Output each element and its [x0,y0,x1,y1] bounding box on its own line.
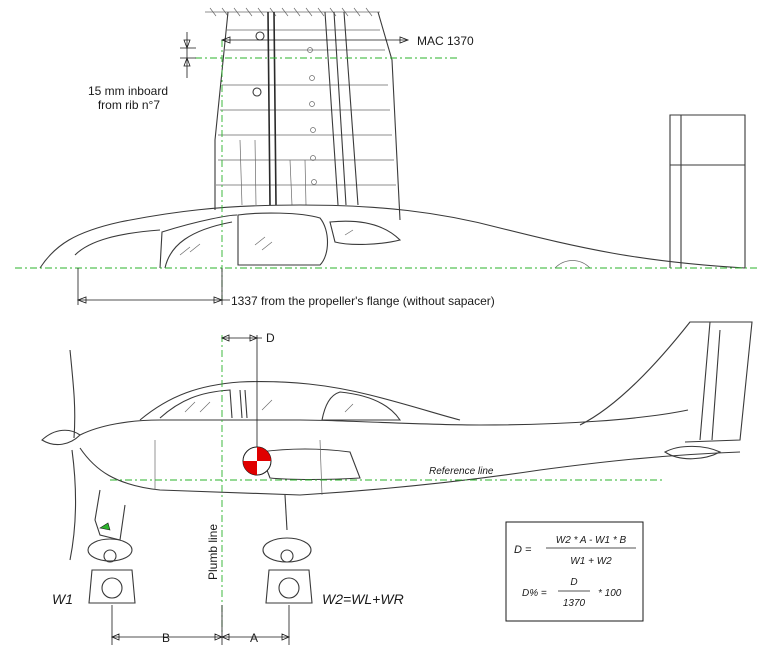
pct-formula-numerator: D [570,577,577,588]
rear-spar [324,11,359,206]
windshield-side [159,389,233,419]
reference-line-label: Reference line [429,466,494,477]
wing-hole [311,179,317,185]
canopy-outline [139,381,461,421]
main-spar [267,11,277,206]
wing-fitting [255,31,265,41]
rudder-line [670,115,745,268]
wing-fitting [252,87,262,97]
fuselage-bottom [79,447,741,496]
flange-label: 1337 from the propeller's flange (withou… [231,294,495,308]
stabilator [663,445,722,460]
nose-scale-dial [101,577,123,599]
nose-line [74,229,161,256]
side-view: D Reference line Plumb line W1 W2=WL+WR … [41,321,753,645]
wing-ribs [216,29,396,186]
cg-marker [242,446,272,476]
ab-dimension [111,605,290,645]
pct-formula-suffix: * 100 [598,588,622,599]
main-scale-dial [278,577,300,599]
nose-gear-leg [94,489,126,541]
side-glass-hatch [184,399,354,413]
rear-window [329,220,402,246]
side-window [237,212,329,266]
w1-label: W1 [52,591,73,607]
side-tail [579,321,753,443]
propeller [69,349,77,561]
rear-side-window [321,391,402,421]
top-view: MAC 1370 15 mm inboard from rib n°7 1337… [15,7,760,308]
wing-hole [310,155,316,161]
wing-leading-edge [214,11,229,210]
d-formula-denominator: W1 + W2 [570,556,612,567]
panel-lines [154,439,323,496]
fuselage-top [79,409,689,436]
d-label: D [266,331,275,345]
pct-formula-lhs: D% = [522,588,547,599]
canopy-frame [239,389,248,419]
d-formula-lhs: D = [514,544,532,556]
main-gear-leg [284,494,288,531]
glass-hatch [179,229,354,256]
inboard-label-2: from rib n°7 [98,98,160,112]
d-arrows [220,334,259,342]
vertical-tail [669,114,746,268]
flange-dimension [77,268,230,305]
formula-box: D = W2 * A - W1 * B W1 + W2 D% = D 1370 … [505,521,644,622]
mac-arrows [220,36,410,44]
pct-formula-denominator: 1370 [563,598,586,609]
nose-wheel-fairing [87,538,133,562]
mac-label: MAC 1370 [417,34,474,48]
main-scale [265,569,313,604]
wing-root [259,448,361,481]
d-dimension [222,335,262,448]
wing-structure [239,139,307,206]
canopy-frame-front [159,214,238,269]
inboard-arrows [183,39,191,67]
fuselage-outline [39,204,746,269]
side-rudder [699,321,721,441]
wing-break-hatch [209,7,373,17]
flange-arrows [76,296,224,304]
wing-hole [307,47,313,53]
nose-wheel [103,549,117,563]
inboard-label-1: 15 mm inboard [88,84,168,98]
b-label: B [162,631,170,645]
plumb-line-label: Plumb line [206,524,220,580]
d-formula-numerator: W2 * A - W1 * B [556,535,627,546]
wing-hole [309,101,315,107]
wing-trailing-edge [377,11,401,221]
inboard-dimension [180,32,196,78]
fairing [554,260,591,269]
nose-scale [88,569,136,604]
a-label: A [250,631,258,645]
ab-arrows [110,633,291,641]
main-wheel [280,549,294,563]
windshield [164,221,233,269]
wing-hole [309,75,315,81]
nose-gear-marker [99,522,111,531]
wing-hole [310,127,316,133]
w2-label: W2=WL+WR [322,591,404,607]
